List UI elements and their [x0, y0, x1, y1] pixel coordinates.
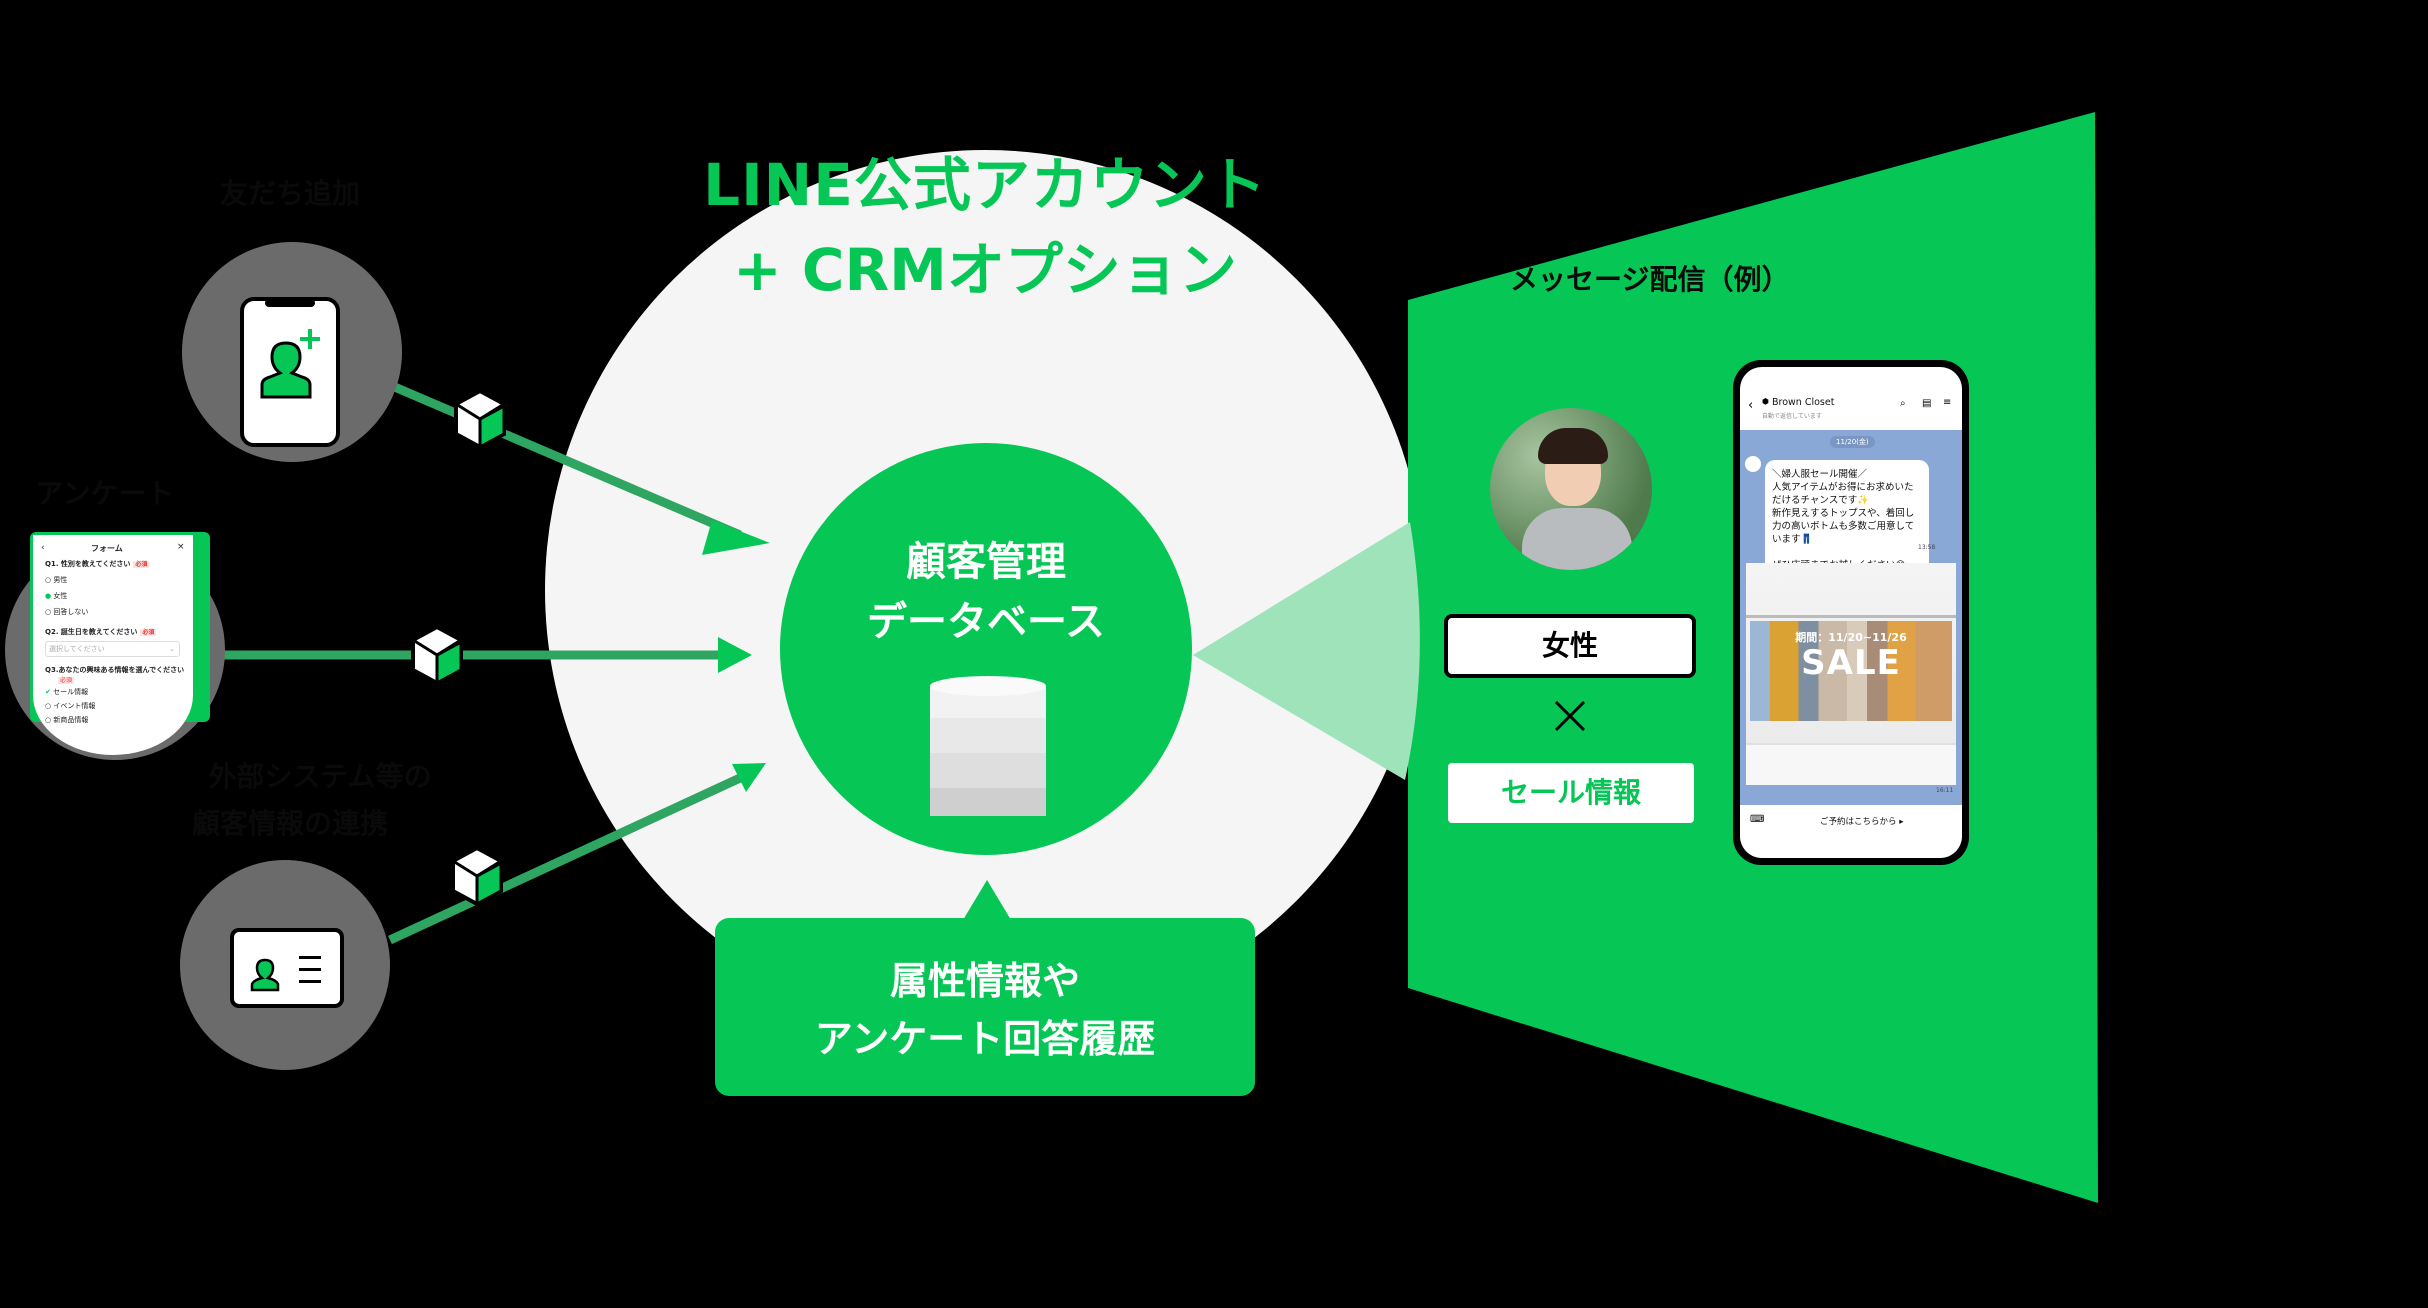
sale-period: 期間：11/20~11/26 — [1795, 631, 1907, 644]
callout-line-2: アンケート回答履歴 — [814, 1017, 1156, 1061]
form-q1: Q1. 性別を教えてください — [45, 560, 131, 568]
form-q2: Q2. 誕生日を教えてください — [45, 628, 138, 636]
id-card-icon — [230, 928, 344, 1008]
source-label-external-1: 外部システム等の — [208, 760, 432, 793]
message-bubble: ＼婦人服セール開催／ 人気アイテムがお得にお求めいただけるチャンスです✨ 新作見… — [1765, 460, 1929, 580]
arrow-head-2 — [718, 637, 752, 673]
line-chat-screen: ‹ ⬢ Brown Closet 自動で返信しています ⌕ ▤ ≡ 11/20(… — [1740, 367, 1962, 858]
customer-avatar — [1490, 408, 1652, 570]
title-crm-option: + CRMオプション — [733, 236, 1237, 304]
radio-option-female[interactable]: ● 女性 — [45, 592, 68, 600]
menu-icon[interactable]: ≡ — [1943, 397, 1952, 408]
chat-footer: ⌨ ご予約はこちらから ▸ — [1740, 805, 1962, 858]
database-title-1: 顧客管理 — [906, 539, 1066, 585]
search-icon[interactable]: ⌕ — [1900, 398, 1906, 409]
message-time: 13:58 — [1918, 544, 1936, 551]
back-icon[interactable]: ‹ — [1748, 398, 1754, 413]
checkbox-new-product-info[interactable]: ○ 新商品情報 — [45, 716, 89, 724]
attribute-history-callout: 属性情報や アンケート回答履歴 — [715, 918, 1255, 1096]
chevron-down-icon: ⌄ — [169, 645, 175, 653]
account-name: Brown Closet — [1772, 397, 1835, 408]
source-label-survey: アンケート — [35, 477, 175, 510]
phone-mockup: ‹ ⬢ Brown Closet 自動で返信しています ⌕ ▤ ≡ 11/20(… — [1733, 360, 1969, 865]
data-cube-icon — [454, 388, 506, 450]
reservation-link[interactable]: ご予約はこちらから ▸ — [1820, 817, 1904, 827]
callout-pointer — [963, 880, 1011, 920]
chat-header: ‹ ⬢ Brown Closet 自動で返信しています ⌕ ▤ ≡ — [1740, 392, 1962, 430]
keyboard-icon[interactable]: ⌨ — [1750, 814, 1765, 825]
notes-icon[interactable]: ▤ — [1922, 398, 1932, 409]
account-avatar — [1745, 456, 1761, 472]
form-q3: Q3.あなたの興味ある情報を選んでください — [45, 666, 185, 674]
add-friend-phone-icon — [240, 297, 340, 447]
radio-option-no-answer[interactable]: ○ 回答しない — [45, 608, 89, 616]
customer-database-circle: 顧客管理 データベース — [780, 443, 1192, 855]
checkbox-event-info[interactable]: ○ イベント情報 — [45, 702, 96, 710]
checkbox-sale-info[interactable]: ✔ セール情報 — [45, 688, 89, 696]
title-line-account: LINE公式アカウント — [703, 151, 1267, 219]
shield-icon: ⬢ — [1762, 397, 1769, 406]
arrow-head-3 — [732, 763, 766, 792]
interest-tag-sale-info: セール情報 — [1448, 763, 1694, 823]
database-title-2: データベース — [867, 599, 1105, 645]
source-label-external-2: 顧客情報の連携 — [191, 807, 388, 840]
close-icon: × — [177, 542, 185, 552]
arrow-head-1 — [702, 520, 770, 555]
required-badge: 必須 — [133, 561, 150, 568]
account-status: 自動で返信しています — [1762, 413, 1822, 420]
form-title: フォーム — [91, 544, 123, 553]
back-icon: ‹ — [41, 543, 45, 553]
birthday-select[interactable]: 選択してください⌄ — [45, 641, 180, 657]
source-add-friend-circle — [182, 242, 402, 462]
image-time: 16:11 — [1936, 787, 1954, 794]
date-chip: 11/20(金) — [1830, 436, 1875, 448]
arrow-lines — [205, 380, 742, 945]
database-cylinder-icon — [930, 676, 1046, 816]
survey-form-icon: ‹ フォーム × Q1. 性別を教えてください必須 ○ 男性 ● 女性 ○ 回答… — [33, 535, 193, 755]
sale-title: SALE — [1801, 643, 1901, 683]
attribute-tag-female: 女性 — [1444, 614, 1696, 678]
radio-option-male[interactable]: ○ 男性 — [45, 576, 68, 584]
delivery-label: メッセージ配信（例） — [1510, 263, 1790, 296]
sale-image[interactable]: 期間：11/20~11/26 SALE — [1746, 563, 1956, 785]
data-cube-icon — [451, 845, 503, 907]
data-cube-icon — [411, 624, 463, 686]
callout-line-1: 属性情報や — [889, 959, 1080, 1003]
chat-body: 11/20(金) ＼婦人服セール開催／ 人気アイテムがお得にお求めいただけるチャ… — [1740, 430, 1962, 805]
multiply-icon — [1554, 700, 1586, 732]
source-label-add-friend: 友だち追加 — [219, 177, 360, 210]
source-external-circle — [180, 860, 390, 1070]
